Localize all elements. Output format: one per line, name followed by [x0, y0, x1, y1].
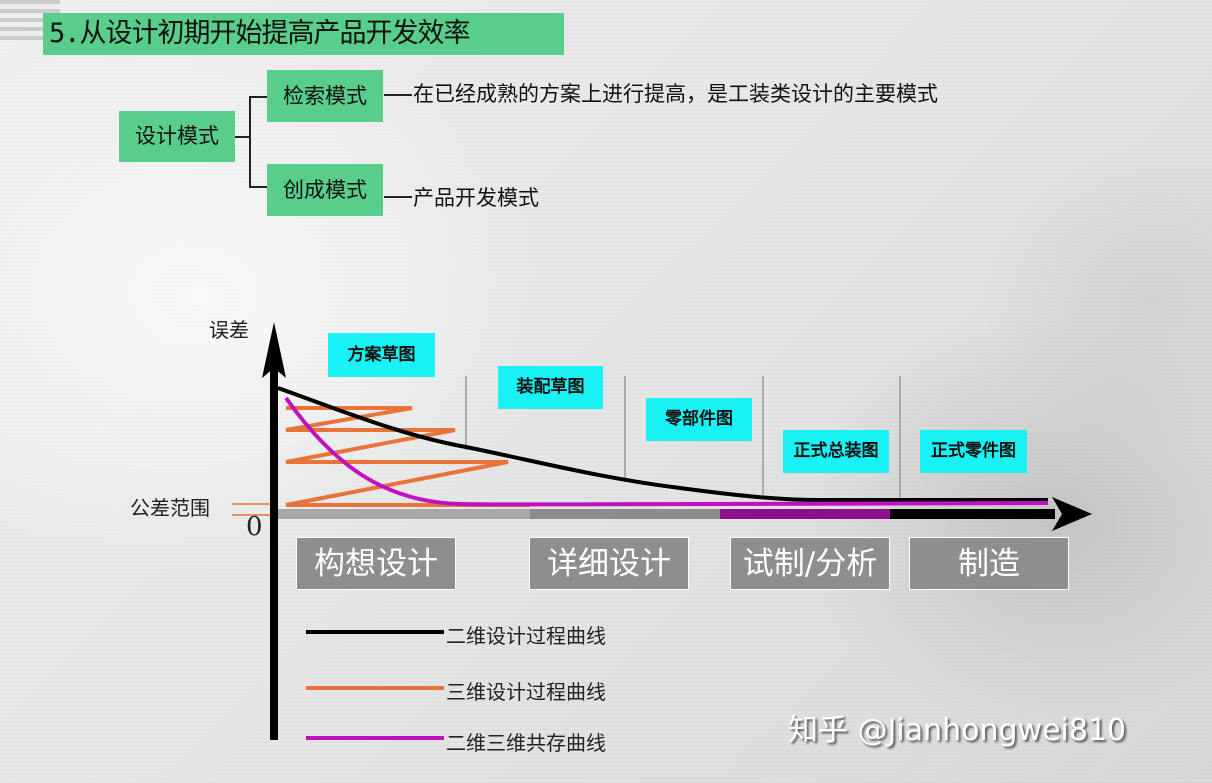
tree-branch-note-generative: 产品开发模式	[413, 186, 539, 210]
zero-label: 0	[246, 512, 263, 542]
tree-branch-note-retrieval: 在已经成熟的方案上进行提高，是工装类设计的主要模式	[413, 82, 938, 106]
stage-concept-design: 构想设计	[296, 537, 456, 590]
phase-label-formal-assembly: 正式总装图	[783, 430, 889, 473]
series-3d-curve	[285, 406, 530, 507]
stage-bar-manufacture	[890, 509, 1055, 519]
tree-connector	[384, 196, 412, 198]
stage-bar-concept	[276, 509, 530, 519]
stage-bar-trial	[720, 509, 890, 519]
phase-label-scheme-sketch: 方案草图	[328, 333, 435, 377]
y-axis	[270, 352, 278, 740]
tree-branch-box-generative: 创成模式	[267, 164, 383, 216]
phase-label-assembly-sketch: 装配草图	[498, 366, 603, 409]
tree-connector	[384, 94, 412, 96]
stage-manufacturing: 制造	[909, 537, 1069, 590]
tolerance-label: 公差范围	[130, 496, 210, 520]
stage-detailed-design: 详细设计	[529, 537, 689, 590]
stage-trial-analysis: 试制/分析	[730, 537, 890, 590]
legend-label-2d: 二维设计过程曲线	[446, 624, 606, 648]
legend-label-coexist: 二维三维共存曲线	[446, 731, 606, 755]
tree-branch-box-retrieval: 检索模式	[267, 70, 383, 122]
phase-label-part-drawing: 零部件图	[646, 398, 752, 441]
series-2d-curve	[277, 386, 1048, 503]
watermark: 知乎 @Jianhongwei810	[788, 713, 1127, 748]
tree-connector	[235, 136, 250, 138]
stage-bar-detail	[530, 509, 720, 519]
y-axis-arrow-icon	[262, 322, 286, 378]
x-axis-arrow-icon	[1052, 497, 1092, 531]
tree-connector	[249, 96, 251, 186]
legend-label-3d: 三维设计过程曲线	[446, 680, 606, 704]
tree-connector	[249, 186, 267, 188]
y-axis-label: 误差	[209, 318, 249, 342]
tree-root-box: 设计模式	[119, 111, 235, 162]
slide-title: 5.从设计初期开始提高产品开发效率	[43, 13, 564, 55]
series-coexist-curve	[284, 396, 1049, 507]
phase-label-formal-part: 正式零件图	[920, 430, 1027, 473]
tree-connector	[249, 96, 267, 98]
